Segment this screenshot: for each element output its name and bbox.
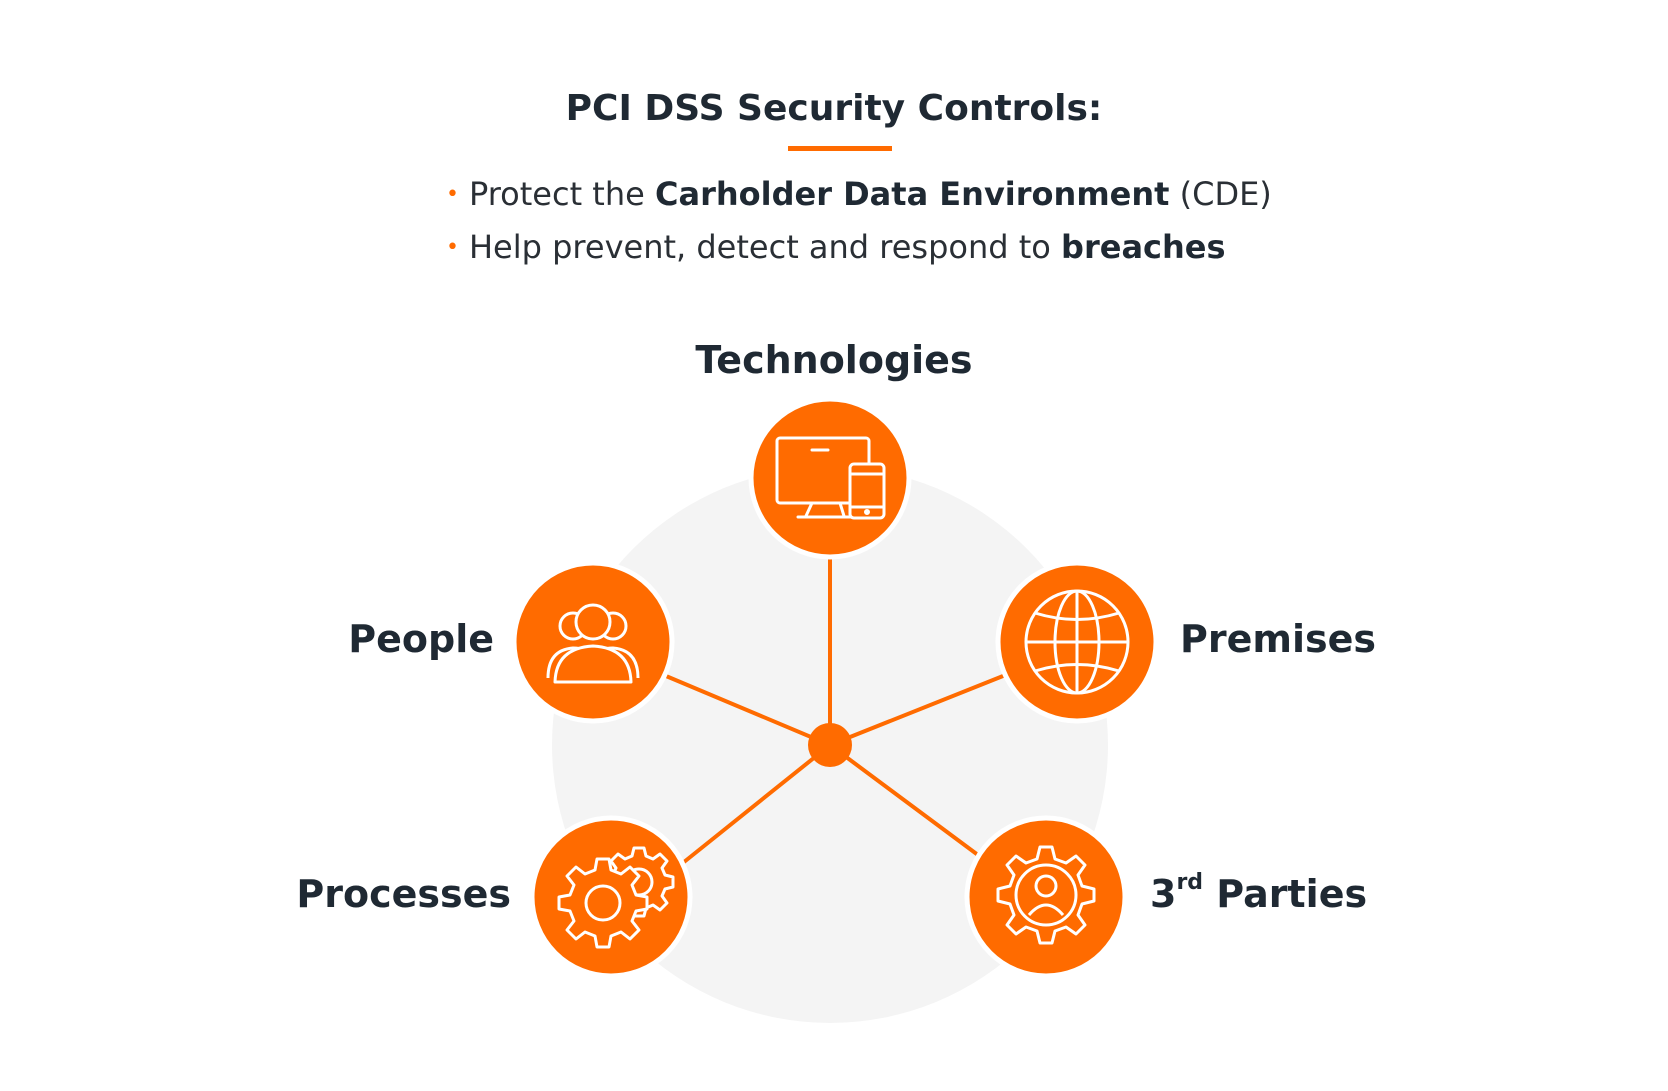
node-premises xyxy=(995,560,1159,724)
label-third-parties: 3rd Parties xyxy=(1150,870,1368,916)
connector-people xyxy=(664,674,832,747)
label-technologies: Technologies xyxy=(695,338,973,382)
node-processes xyxy=(529,815,693,979)
connector-processes xyxy=(682,743,832,864)
group-icon xyxy=(546,603,640,684)
bullet-list: •Protect the Carholder Data Environment … xyxy=(446,170,1272,276)
title-underline xyxy=(788,146,892,151)
bullet-item: •Help prevent, detect and respond to bre… xyxy=(446,228,1226,266)
label-people: People xyxy=(348,617,494,661)
gear-person-icon xyxy=(996,845,1096,945)
label-premises: Premises xyxy=(1180,617,1376,661)
node-third-parties xyxy=(964,815,1128,979)
bullet-dot-icon: • xyxy=(446,235,459,260)
bullet-item: •Protect the Carholder Data Environment … xyxy=(446,175,1272,213)
devices-icon xyxy=(775,436,886,520)
gears-icon xyxy=(557,846,675,949)
connector-third-parties xyxy=(828,743,980,857)
connector-premises xyxy=(828,674,1005,747)
hub-node xyxy=(808,723,852,767)
globe-icon xyxy=(1024,589,1130,695)
label-processes: Processes xyxy=(296,872,511,916)
bullet-dot-icon: • xyxy=(446,182,459,207)
node-people xyxy=(511,560,675,724)
node-technologies xyxy=(748,396,912,560)
diagram-title: PCI DSS Security Controls: xyxy=(565,88,1103,129)
connector-lines xyxy=(664,558,1005,864)
